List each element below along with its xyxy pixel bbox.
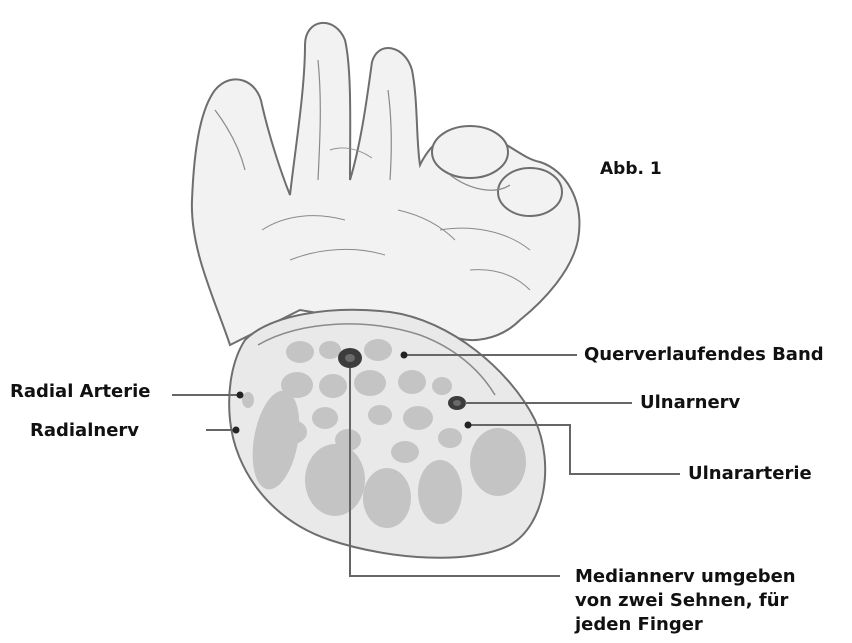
label-ulnarnerv: Ulnarnerv (640, 392, 740, 414)
label-querverlaufendes-band: Querverlaufendes Band (584, 344, 824, 366)
label-radialnerv: Radialnerv (30, 420, 139, 442)
label-mediannerv-line-3: jeden Finger (575, 613, 703, 637)
label-ulnararterie: Ulnararterie (688, 463, 812, 485)
figure-label: Abb. 1 (600, 158, 662, 180)
label-mediannerv-line-2: von zwei Sehnen, für (575, 589, 788, 613)
label-mediannerv-line-1: Mediannerv umgeben (575, 565, 796, 589)
label-radial-arterie: Radial Arterie (10, 381, 151, 403)
